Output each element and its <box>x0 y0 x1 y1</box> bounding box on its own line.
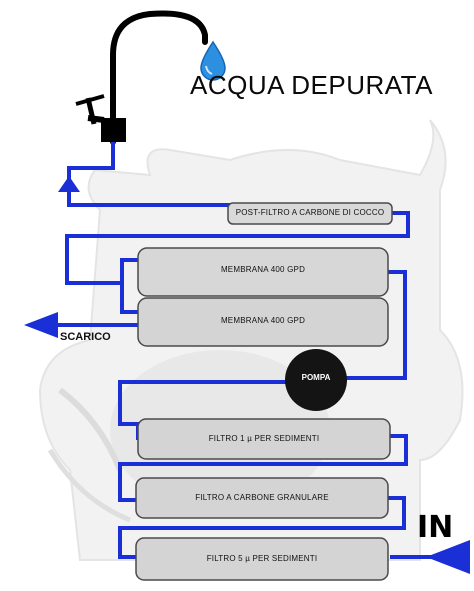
arrow-up-icon <box>58 176 80 192</box>
pump-label: POMPA <box>301 373 331 382</box>
inlet-label: IN <box>417 510 454 545</box>
filter-label-granular-carbon: FILTRO A CARBONE GRANULARE <box>195 493 329 502</box>
inlet-arrow-icon <box>426 540 470 574</box>
filter-label-5-micron: FILTRO 5 µ PER SEDIMENTI <box>206 554 318 563</box>
pump <box>285 349 347 411</box>
filter-label-membrane-1: MEMBRANA 400 GPD <box>220 265 306 274</box>
pipe-filter-1-out <box>118 434 408 502</box>
filter-membrane-2 <box>137 297 389 347</box>
pipe-membrane-2-in <box>120 283 138 314</box>
drain-arrow-icon <box>24 312 58 338</box>
filter-granular-carbon <box>135 477 389 519</box>
filter-label-post-carbon: POST-FILTRO A CARBONE DI COCCO <box>235 208 385 217</box>
water-drop-icon <box>200 40 226 81</box>
filter-label-1-micron: FILTRO 1 µ PER SEDIMENTI <box>208 434 320 443</box>
page-title: ACQUA DEPURATA <box>190 70 433 100</box>
filter-1-micron <box>137 418 391 460</box>
filter-post-carbon <box>227 202 393 225</box>
filter-5-micron <box>135 537 389 581</box>
drain-label: SCARICO <box>60 331 111 343</box>
pipe-to-faucet <box>67 142 231 207</box>
pipe-post-filter-return <box>65 211 410 285</box>
faucet-icon <box>75 10 208 145</box>
filter-label-membrane-2: MEMBRANA 400 GPD <box>220 316 306 325</box>
pipe-filter-granular-out <box>118 496 406 559</box>
filter-membrane-1 <box>137 247 389 297</box>
